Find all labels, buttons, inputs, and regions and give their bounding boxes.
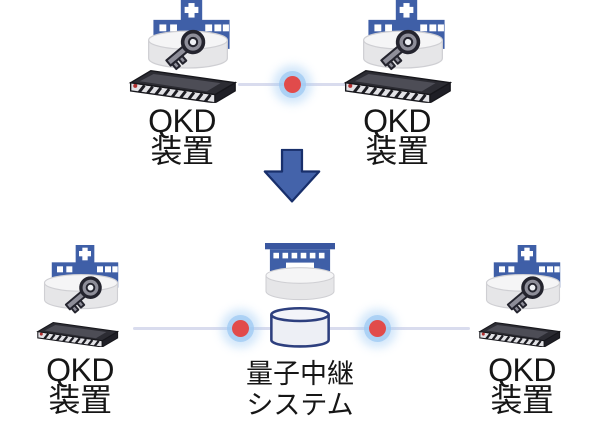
node-label: QKD 装置	[457, 352, 587, 418]
qkd-node-top-right: QKD 装置	[332, 0, 462, 175]
node-label: QKD 装置	[117, 103, 247, 169]
qkd-server-icon	[342, 66, 452, 103]
node-label-line2: 装置	[150, 133, 214, 169]
node-label-line1: QKD	[488, 352, 556, 388]
node-label-line2: 装置	[490, 382, 554, 418]
qkd-node-top-left: QKD 装置	[117, 0, 247, 175]
node-label: QKD 装置	[15, 352, 145, 418]
red-photon-dot	[284, 76, 301, 93]
node-label: QKD 装置	[332, 103, 462, 169]
red-photon-dot	[369, 320, 386, 337]
node-label: 量子中継 システム	[230, 359, 370, 421]
node-label-line1: QKD	[46, 352, 114, 388]
qkd-server-icon	[35, 319, 119, 347]
down-arrow-icon	[263, 148, 321, 204]
qkd-server-icon	[477, 319, 561, 347]
quantum-relay-node: 量子中継 システム	[230, 241, 370, 426]
node-label-line2: システム	[246, 390, 354, 420]
red-photon-dot	[232, 320, 249, 337]
qkd-node-bottom-right: QKD 装置	[457, 241, 587, 416]
node-label-line2: 装置	[365, 133, 429, 169]
qkd-server-icon	[127, 66, 237, 103]
qkd-node-bottom-left: QKD 装置	[15, 241, 145, 416]
encryption-key-icon	[60, 271, 108, 319]
encryption-key-icon	[502, 271, 550, 319]
relay-database-cylinder-icon	[268, 307, 332, 349]
node-label-line2: 装置	[48, 382, 112, 418]
node-label-line1: QKD	[363, 103, 431, 139]
node-label-line1: QKD	[148, 103, 216, 139]
cylinder-platform-icon	[262, 267, 338, 301]
node-label-line1: 量子中継	[246, 359, 354, 389]
